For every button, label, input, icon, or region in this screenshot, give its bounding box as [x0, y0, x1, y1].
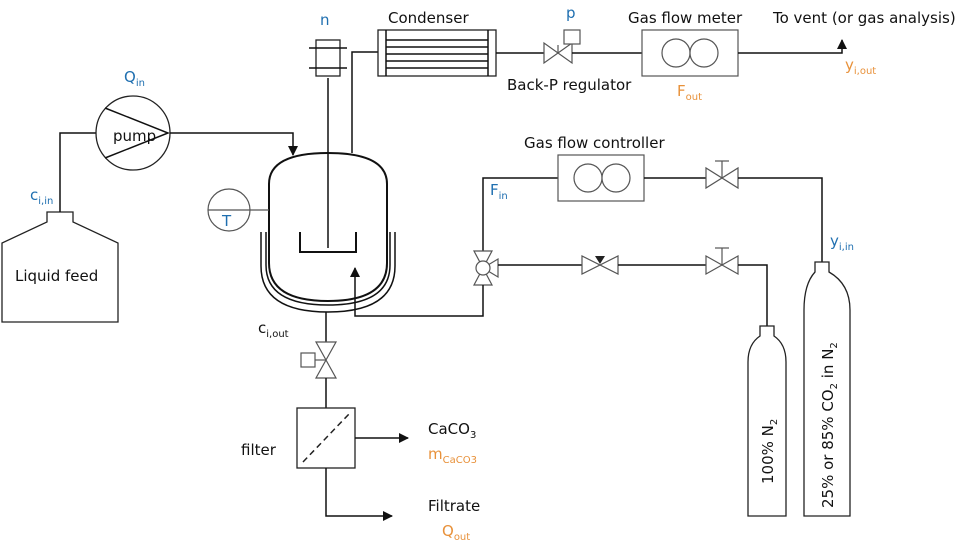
- pump: pump: [95, 95, 171, 171]
- condenser-label: Condenser: [388, 9, 469, 27]
- f-out-label: Fout: [677, 82, 702, 103]
- filter-label: filter: [241, 441, 277, 459]
- filtrate-label: Filtrate: [428, 497, 480, 515]
- reactor-vessel: [260, 78, 396, 313]
- feed-line: [59, 132, 98, 212]
- co2-cylinder: [803, 261, 851, 517]
- reactor-to-condenser-line: [351, 51, 378, 153]
- q-in-label: Qin: [124, 68, 145, 89]
- gas-flow-controller-label: Gas flow controller: [524, 134, 665, 152]
- gas-flow-controller: [557, 154, 645, 202]
- three-way-valve: [473, 250, 499, 286]
- stirrer-motor: [309, 39, 347, 77]
- co2-supply-line: [738, 177, 823, 262]
- y-out-label: yi,out: [845, 56, 876, 77]
- filter: [296, 407, 356, 469]
- condenser: [377, 29, 497, 77]
- n2-cylinder-label: 100% N2: [759, 419, 780, 484]
- liquid-feed-label: Liquid feed: [15, 267, 98, 285]
- co2-cylinder-label: 25% or 85% CO2 in N2: [819, 342, 840, 508]
- filtrate-outlet-line: [325, 468, 393, 521]
- q-out-label: Qout: [442, 522, 470, 543]
- check-valve: [581, 255, 619, 275]
- p-label: p: [566, 4, 576, 22]
- temperature-label: T: [221, 212, 232, 230]
- c-out-label: ci,out: [258, 319, 289, 340]
- liquid-feed-tank: Liquid feed: [1, 211, 119, 323]
- n2-cylinder: [747, 325, 787, 517]
- y-in-label: yi,in: [830, 232, 854, 253]
- pump-label: pump: [113, 127, 156, 145]
- gas-flow-meter-label: Gas flow meter: [628, 9, 743, 27]
- n2-supply-line: [738, 264, 768, 326]
- gas-flow-meter: [641, 29, 739, 77]
- outlet-valve: [300, 341, 338, 379]
- vent-line: [738, 39, 847, 54]
- temperature-sensor: T: [207, 188, 269, 232]
- f-in-label: Fin: [490, 181, 508, 202]
- co2-valve: [705, 160, 739, 190]
- c-in-label: ci,in: [30, 186, 53, 207]
- back-p-regulator-label: Back-P regulator: [507, 76, 632, 94]
- gas-inlet-line: [350, 267, 484, 317]
- pump-to-reactor-line: [170, 132, 298, 156]
- gas-feed-line: [482, 177, 558, 251]
- n-label: n: [320, 11, 330, 29]
- to-vent-label: To vent (or gas analysis): [772, 9, 956, 27]
- caco3-label: CaCO3: [428, 420, 476, 441]
- n2-valve: [705, 247, 739, 276]
- m-caco3-label: mCaCO3: [428, 445, 477, 466]
- back-pressure-regulator: [543, 29, 581, 65]
